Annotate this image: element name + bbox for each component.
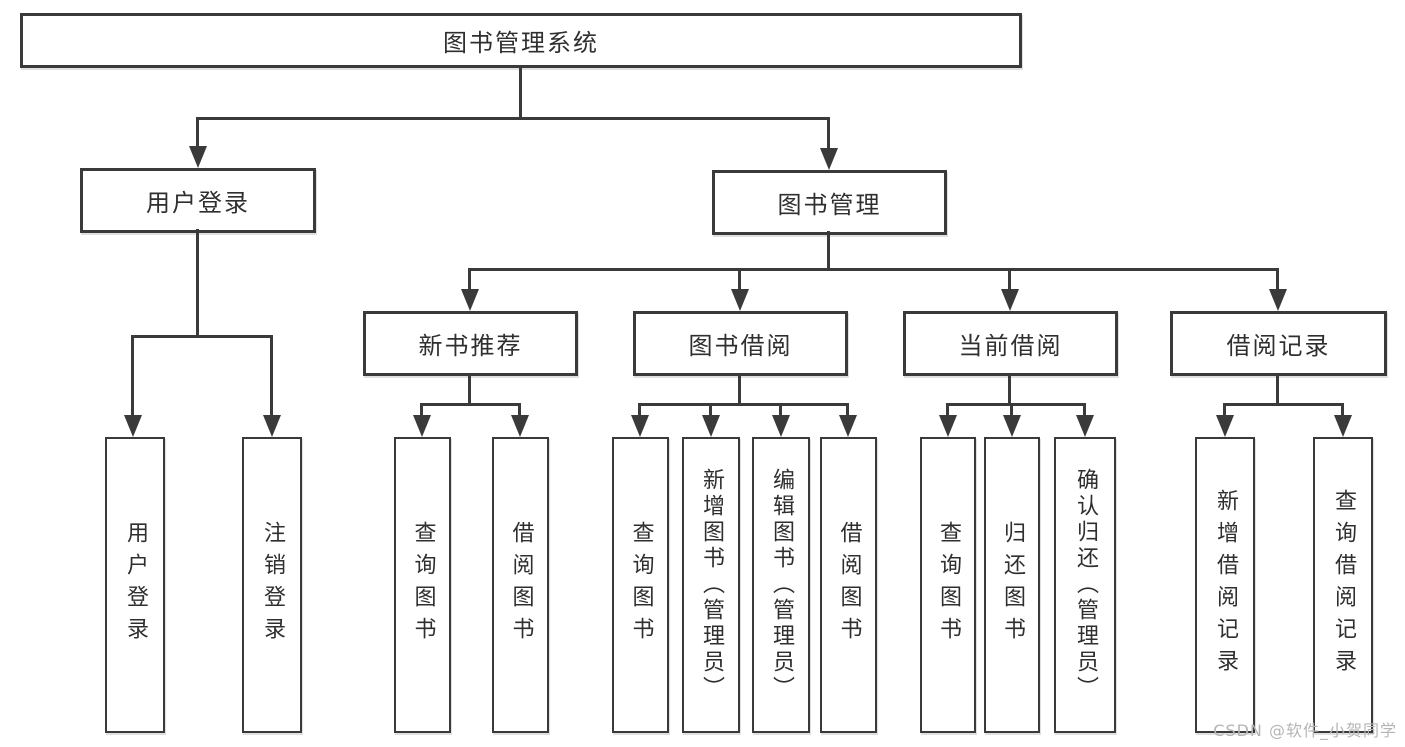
connector-line [468, 373, 471, 406]
leaf-query-borrow-record: 查询借阅记录 [1313, 437, 1373, 733]
connector-line [420, 403, 521, 406]
leaf-user-login: 用户登录 [105, 437, 165, 733]
connector-line [131, 335, 134, 416]
connector-arrowhead [772, 415, 790, 437]
connector-arrowhead [189, 146, 207, 168]
connector-line [638, 403, 641, 417]
connector-line [270, 335, 273, 416]
connector-line [1008, 373, 1011, 406]
leaf-label: 查询图书 [410, 521, 436, 649]
leaf-label: 查询借阅记录 [1331, 489, 1356, 681]
leaf-edit-book-admin: 编辑图书（管理员） [752, 437, 810, 733]
leaf-label: 归还图书 [1000, 521, 1025, 649]
connector-line [196, 117, 199, 148]
connector-line [738, 373, 741, 406]
leaf-confirm-return-admin: 确认归还（管理员） [1054, 437, 1116, 733]
node-current-borrowing: 当前借阅 [903, 311, 1118, 376]
csdn-watermark: CSDN @软件_小贺同学 [1213, 721, 1397, 740]
leaf-borrow-books-1: 借阅图书 [492, 437, 549, 733]
leaf-query-books-3: 查询图书 [920, 437, 976, 733]
connector-line [1223, 403, 1344, 406]
connector-arrowhead [1216, 415, 1234, 437]
connector-line [196, 229, 199, 338]
node-user-login: 用户登录 [80, 168, 316, 233]
connector-line [131, 335, 273, 338]
connector-line [1276, 268, 1279, 292]
connector-line [946, 403, 1086, 406]
connector-line [779, 403, 782, 417]
connector-arrowhead [702, 415, 720, 437]
connector-arrowhead [511, 415, 529, 437]
leaf-label: 用户登录 [123, 521, 148, 649]
node-label: 图书管理系统 [443, 29, 599, 57]
connector-arrowhead [1003, 415, 1021, 437]
node-label: 图书管理 [777, 191, 882, 219]
connector-arrowhead [1001, 289, 1019, 311]
node-label: 当前借阅 [958, 332, 1063, 360]
leaf-logout: 注销登录 [242, 437, 302, 733]
leaf-return-book: 归还图书 [984, 437, 1040, 733]
node-library-management-system: 图书管理系统 [20, 13, 1022, 68]
leaf-query-books-2: 查询图书 [612, 437, 669, 733]
connector-arrowhead [413, 415, 431, 437]
leaf-label: 借阅图书 [508, 521, 534, 649]
leaf-label: 注销登录 [260, 521, 285, 649]
connector-line [638, 403, 849, 406]
node-borrowing-records: 借阅记录 [1170, 311, 1387, 376]
connector-line [519, 66, 522, 120]
connector-line [1083, 403, 1086, 417]
node-book-management: 图书管理 [712, 170, 947, 235]
connector-arrowhead [939, 415, 957, 437]
leaf-label: 查询图书 [936, 521, 961, 649]
connector-line [1223, 403, 1226, 417]
connector-line [468, 268, 1279, 271]
node-new-book-recommend: 新书推荐 [363, 311, 578, 376]
node-book-borrowing: 图书借阅 [633, 311, 848, 376]
node-label: 图书借阅 [688, 332, 793, 360]
connector-line [1276, 373, 1279, 406]
connector-line [196, 117, 830, 120]
connector-line [946, 403, 949, 417]
connector-line [709, 403, 712, 417]
connector-arrowhead [124, 415, 142, 437]
connector-arrowhead [631, 415, 649, 437]
connector-arrowhead [1076, 415, 1094, 437]
connector-line [827, 117, 830, 150]
connector-line [1341, 403, 1344, 417]
connector-line [420, 403, 423, 417]
node-label: 借阅记录 [1226, 332, 1331, 360]
connector-arrowhead [731, 289, 749, 311]
connector-line [518, 403, 521, 417]
connector-arrowhead [263, 415, 281, 437]
connector-arrowhead [1269, 289, 1287, 311]
leaf-label: 查询图书 [628, 521, 654, 649]
connector-arrowhead [839, 415, 857, 437]
leaf-label: 新增图书（管理员） [699, 468, 724, 702]
leaf-query-books-1: 查询图书 [394, 437, 451, 733]
leaf-label: 编辑图书（管理员） [769, 468, 794, 702]
leaf-add-borrow-record: 新增借阅记录 [1195, 437, 1255, 733]
leaf-borrow-books-2: 借阅图书 [820, 437, 877, 733]
connector-line [1010, 403, 1013, 417]
leaf-label: 借阅图书 [836, 521, 862, 649]
leaf-add-book-admin: 新增图书（管理员） [682, 437, 740, 733]
connector-line [846, 403, 849, 417]
connector-line [1008, 268, 1011, 292]
connector-arrowhead [1334, 415, 1352, 437]
connector-line [827, 231, 830, 271]
connector-line [468, 268, 471, 292]
connector-arrowhead [461, 289, 479, 311]
node-label: 用户登录 [146, 189, 250, 217]
connector-arrowhead [820, 148, 838, 170]
node-label: 新书推荐 [418, 332, 523, 360]
connector-line [738, 268, 741, 292]
leaf-label: 确认归还（管理员） [1073, 468, 1098, 702]
leaf-label: 新增借阅记录 [1213, 489, 1238, 681]
